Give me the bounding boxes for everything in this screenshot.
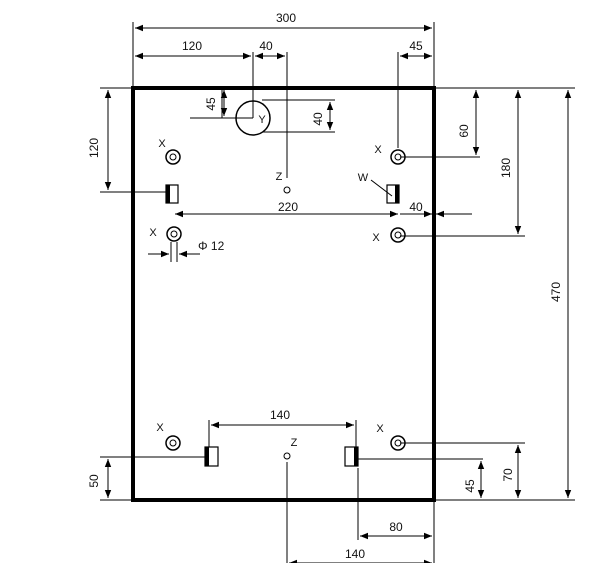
dim-470: 470 — [549, 282, 563, 302]
slots — [165, 184, 400, 467]
dim-120-left: 120 — [87, 138, 101, 158]
label-x-4: X — [372, 232, 380, 244]
dim-40-y: 40 — [311, 112, 325, 126]
x-labels: X X X X X X — [149, 138, 384, 435]
hole-x-2 — [390, 149, 406, 165]
dim-70: 70 — [501, 468, 515, 482]
dim-140-b: 140 — [345, 547, 365, 561]
label-x-5: X — [156, 422, 164, 434]
hole-z-bottom — [283, 452, 291, 460]
label-x-6: X — [376, 423, 384, 435]
dim-220: 220 — [278, 200, 298, 214]
dim-40-mid: 40 — [409, 200, 423, 214]
hole-x-1 — [165, 149, 181, 165]
extension-lines — [100, 22, 575, 563]
plate-outline — [131, 86, 436, 502]
dim-80: 80 — [389, 520, 403, 534]
hole-x-5 — [165, 435, 181, 451]
dim-45-top: 45 — [409, 39, 423, 53]
dimension-lines — [104, 24, 572, 563]
label-z-top: Z — [276, 171, 283, 183]
label-y: Y — [258, 114, 266, 126]
dim-45-y: 45 — [204, 97, 218, 111]
dim-40-top: 40 — [259, 39, 273, 53]
leader-w — [370, 179, 393, 197]
x-holes — [165, 149, 406, 451]
hole-y — [235, 100, 271, 136]
dim-120-top: 120 — [182, 39, 202, 53]
dim-50: 50 — [87, 474, 101, 488]
hole-x-3 — [166, 226, 182, 242]
dim-140-bottom: 140 — [270, 408, 290, 422]
label-z-bottom: Z — [291, 437, 298, 449]
hole-x-4 — [390, 227, 406, 243]
label-w: W — [358, 172, 369, 184]
dim-phi-12: Φ 12 — [198, 239, 225, 253]
label-x-2: X — [374, 144, 382, 156]
dim-180: 180 — [499, 158, 513, 178]
label-x-1: X — [158, 138, 166, 150]
dim-45-right: 45 — [463, 479, 477, 493]
hole-z-top — [283, 186, 291, 194]
dimension-texts: 300 120 40 45 120 45 40 60 180 470 220 4… — [87, 11, 563, 561]
hole-x-6 — [390, 435, 406, 451]
dim-60: 60 — [457, 124, 471, 138]
dim-300: 300 — [276, 11, 296, 25]
label-x-3: X — [149, 227, 157, 239]
